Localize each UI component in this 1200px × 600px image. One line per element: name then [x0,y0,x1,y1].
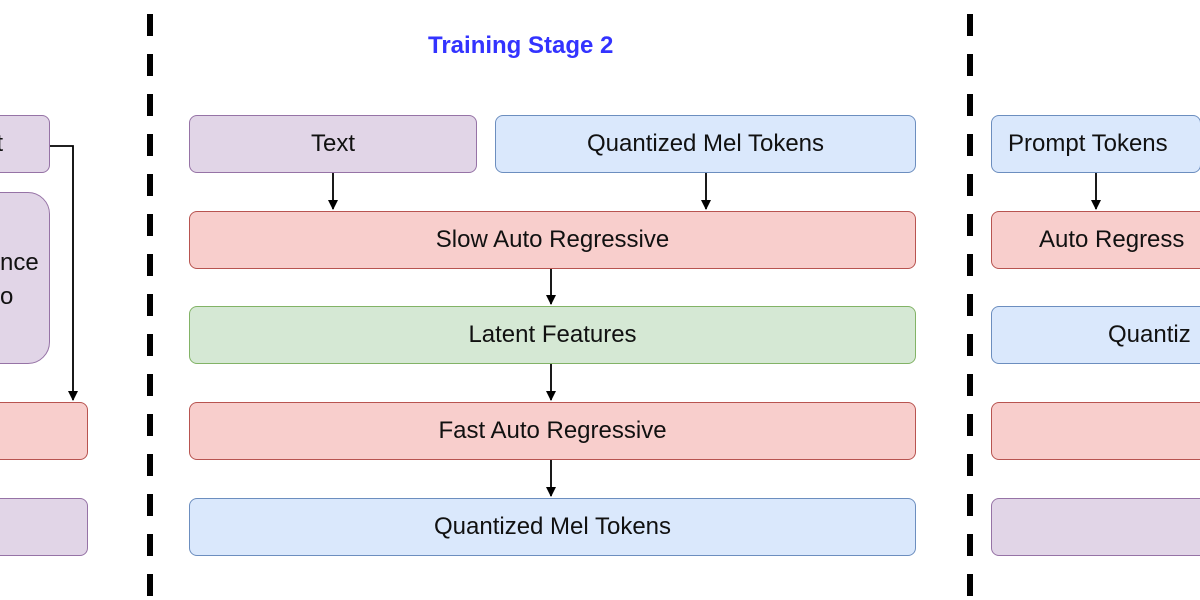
prompt-tokens-box: Prompt Tokens [991,115,1200,173]
latent-features-label: Latent Features [468,321,637,348]
right-purple-box [991,498,1200,556]
mel-tokens-output-box: Quantized Mel Tokens [189,498,916,556]
mel-tokens-output-label: Quantized Mel Tokens [433,513,672,540]
right-ar-box: Auto Regress [991,211,1200,269]
mel-tokens-input-box: Quantized Mel Tokens [495,115,916,173]
text-input-box: Text [189,115,477,173]
dashed-divider-right [967,14,973,600]
fast-ar-box: Fast Auto Regressive [189,402,916,460]
left-sequence-box [0,192,50,364]
left-text-label: t [0,130,3,158]
left-sequence-label-line1: nce [0,249,39,276]
dashed-divider-left [147,14,153,600]
stage-title: Training Stage 2 [428,32,614,59]
left-sequence-label-line2: o [0,283,14,310]
mel-tokens-input-label: Quantized Mel Tokens [586,130,825,157]
right-quantized-label: Quantiz [1108,321,1191,348]
left-bypass-arrow [50,145,78,401]
right-ar-label: Auto Regress [1039,226,1185,253]
slow-ar-box: Slow Auto Regressive [189,211,916,269]
left-red-box [0,402,88,460]
right-quantized-box: Quantiz [991,306,1200,364]
left-output-box [0,498,88,556]
right-red-box [991,402,1200,460]
prompt-tokens-label: Prompt Tokens [1008,130,1168,157]
slow-ar-label: Slow Auto Regressive [435,226,670,253]
left-text-box: t [0,115,50,173]
fast-ar-label: Fast Auto Regressive [438,417,667,444]
latent-features-box: Latent Features [189,306,916,364]
text-input-label: Text [310,130,355,157]
